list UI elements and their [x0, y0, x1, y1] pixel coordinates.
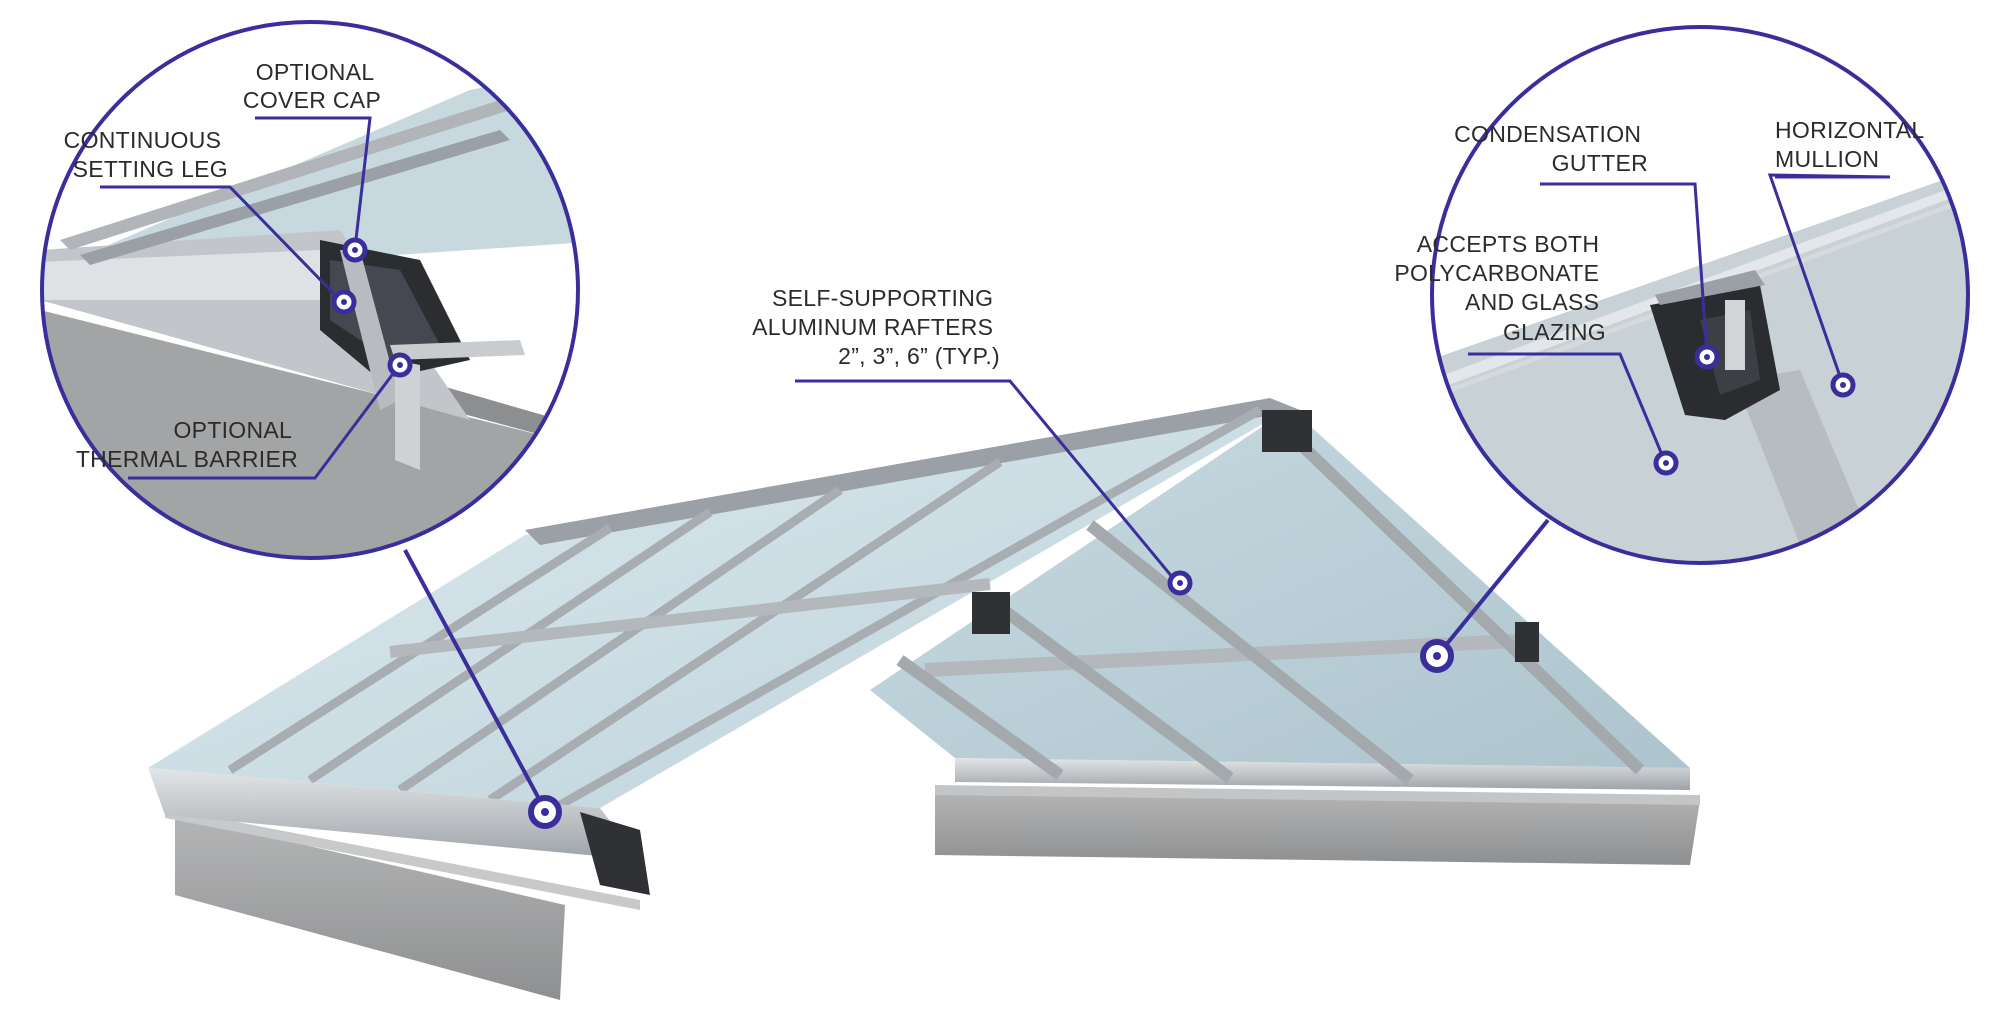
label-thermal-barrier: OPTIONAL THERMAL BARRIER — [76, 417, 298, 472]
glass-slope-front — [148, 408, 1290, 808]
label-condensation-gutter: CONDENSATION GUTTER — [1454, 121, 1648, 176]
mullion-end-cap — [1515, 622, 1539, 662]
sill-right — [955, 758, 1690, 790]
callout-markers — [331, 237, 1856, 829]
detail-circle-right — [1430, 25, 1970, 565]
label-rafters: SELF-SUPPORTING ALUMINUM RAFTERS 2”, 3”,… — [752, 285, 1000, 369]
label-setting-leg: CONTINUOUS SETTING LEG — [64, 127, 228, 182]
marker-condensation-gutter[interactable] — [1694, 344, 1720, 370]
detail-circle-left — [40, 20, 580, 560]
concrete-base-right — [935, 790, 1700, 865]
marker-setting-leg[interactable] — [331, 289, 357, 315]
sill-left — [148, 768, 640, 860]
marker-rafters[interactable] — [1167, 570, 1193, 596]
labels: OPTIONAL COVER CAP CONTINUOUS SETTING LE… — [64, 59, 1930, 472]
marker-thermal-barrier[interactable] — [387, 352, 413, 378]
mullion-front — [389, 578, 991, 658]
skylight-main — [148, 398, 1700, 1000]
marker-mullion-main[interactable] — [1420, 639, 1454, 673]
concrete-base-left — [175, 815, 565, 1000]
marker-glazing[interactable] — [1653, 450, 1679, 476]
marker-cover-cap[interactable] — [342, 237, 368, 263]
ridge-profile — [525, 398, 1300, 545]
rafters-front — [227, 406, 1263, 809]
rafters-back — [896, 410, 1645, 785]
rafter-end-cap-1 — [1262, 410, 1312, 452]
rafter-end-cap-2 — [972, 592, 1010, 634]
marker-horizontal-mullion[interactable] — [1830, 372, 1856, 398]
marker-sill[interactable] — [528, 795, 562, 829]
sill-left-end — [580, 812, 650, 895]
label-glazing: ACCEPTS BOTH POLYCARBONATE AND GLASS GLA… — [1394, 231, 1606, 345]
label-horizontal-mullion: HORIZONTAL MULLION — [1775, 117, 1930, 172]
label-cover-cap: OPTIONAL COVER CAP — [243, 59, 381, 113]
glass-slope-back — [870, 408, 1690, 768]
callout-leaders — [100, 116, 1891, 811]
concrete-base-right-top — [935, 785, 1700, 805]
concrete-base-left-top — [165, 808, 640, 910]
